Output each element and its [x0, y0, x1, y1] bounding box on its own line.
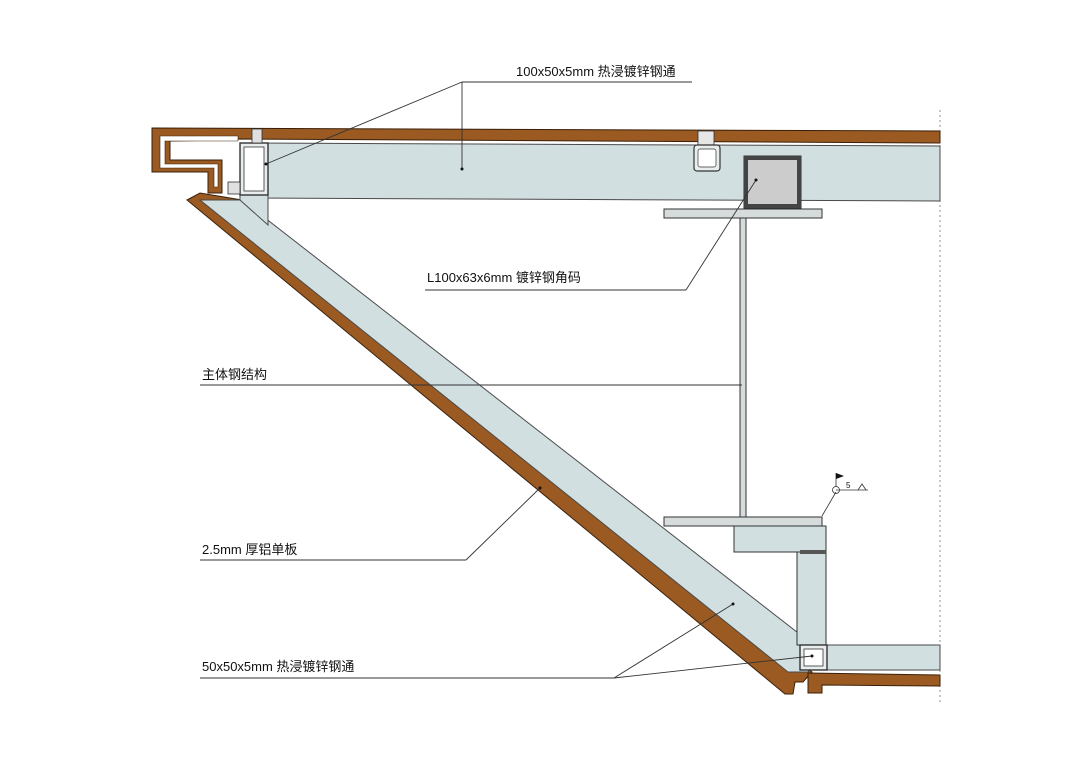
leader-tube-50-a [613, 603, 734, 679]
weld-size-label: 5 [846, 481, 851, 490]
bottom-aluminum-panel [807, 672, 941, 694]
lower-bracket [733, 525, 827, 646]
leader-angle-bracket-diag [685, 179, 757, 291]
label-angle-bracket: L100x63x6mm 镀锌钢角码 [427, 270, 581, 285]
main-steel-ibeam [663, 208, 823, 527]
top-steel-tube [239, 142, 941, 202]
corner-tube-bottom-inner [803, 648, 824, 667]
clip-top-left [251, 128, 263, 144]
leader-dot [264, 162, 268, 166]
label-aluminum-panel: 2.5mm 厚铝单板 [202, 542, 297, 557]
label-main-steel: 主体钢结构 [202, 367, 267, 382]
top-panel-fold [159, 135, 239, 188]
label-tube-100: 100x50x5mm 热浸镀锌钢通 [516, 64, 676, 79]
leader-dot [810, 654, 814, 658]
label-tube-50: 50x50x5mm 热浸镀锌钢通 [202, 659, 354, 674]
leader-dot [460, 167, 464, 171]
leader-tube-100-a [265, 81, 463, 165]
leader-dot [538, 486, 542, 490]
clip-side-left [227, 181, 241, 195]
sloped-aluminum-panel [186, 192, 813, 695]
bottom-steel-tube [825, 644, 941, 671]
angle-bracket [743, 155, 802, 209]
leader-tube-50-b [613, 655, 813, 679]
top-rail-clip [693, 130, 721, 172]
leader-aluminum-panel-diag [465, 487, 541, 561]
leader-dot [754, 178, 758, 182]
top-aluminum-panel [151, 127, 941, 194]
weld-symbol: 5 [821, 473, 868, 517]
leader-dot [731, 602, 735, 606]
corner-tube-top-inner [243, 146, 265, 192]
